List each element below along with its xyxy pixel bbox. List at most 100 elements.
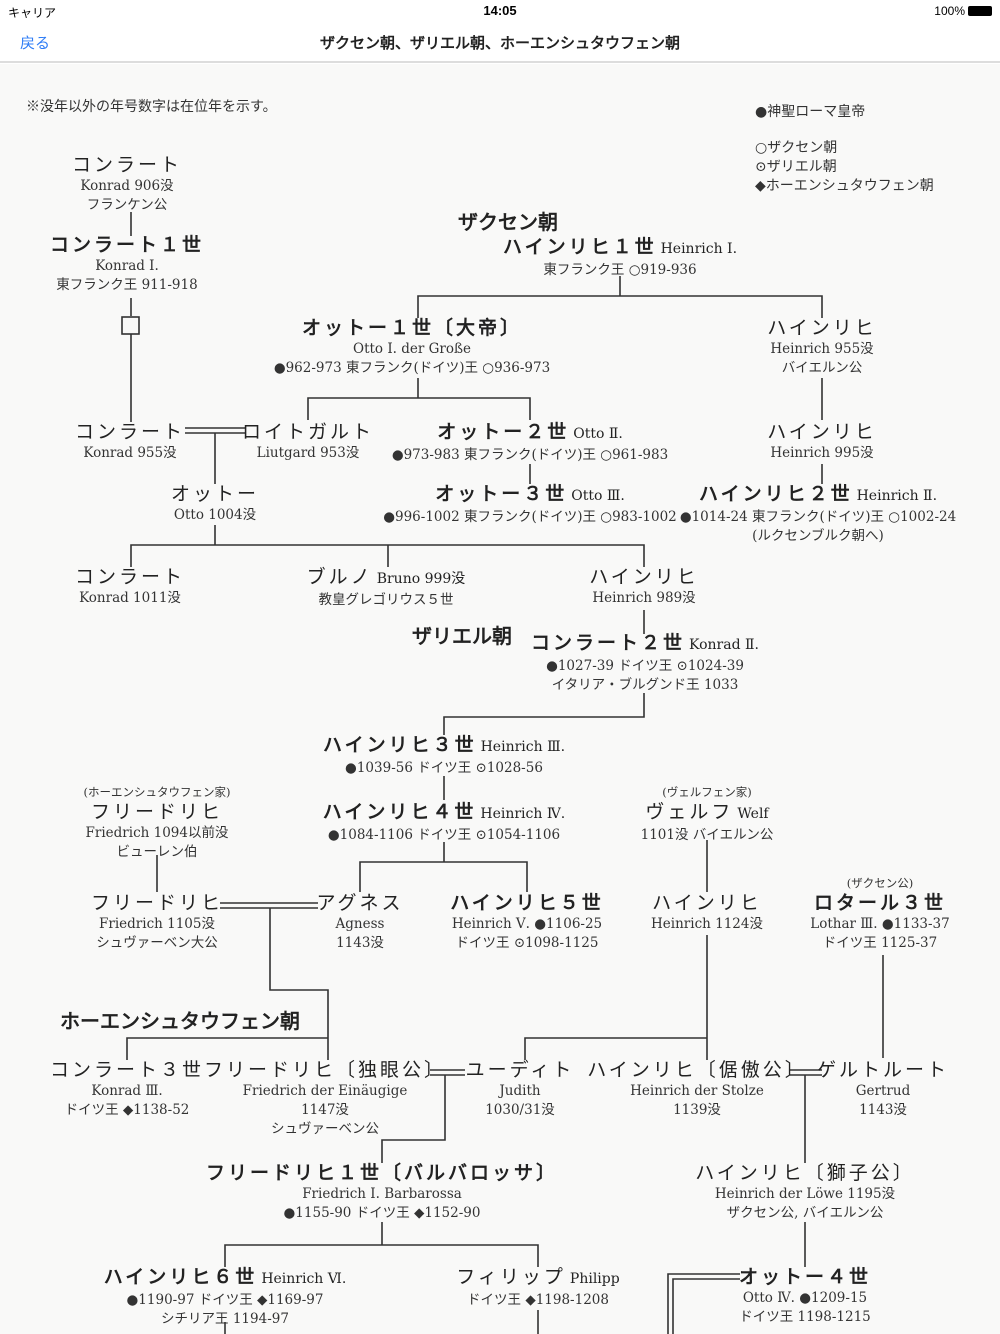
person-name: アグネス	[316, 892, 404, 914]
person-detail: Judith	[499, 1083, 541, 1099]
person-detail: Gertrud	[855, 1083, 911, 1099]
person-detail: Agness	[335, 916, 385, 932]
person-name-row: ゲルトルート	[817, 1058, 949, 1082]
person-name-row: フリードリヒ	[84, 800, 231, 824]
person-name: ユーディト	[465, 1059, 575, 1081]
person-node: オットー１世〔大帝〕Otto Ⅰ. der Große●962-973 東フラン…	[274, 316, 550, 378]
dynasty-label-salian: ザリエル朝	[412, 624, 512, 648]
person-name-row: ハインリヒ〔倨傲公〕	[587, 1058, 807, 1082]
person-detail: (ルクセンブルク朝へ)	[752, 528, 884, 544]
person-name-row: オットー	[171, 482, 259, 506]
person-latin-name: Heinrich Ⅳ.	[480, 806, 566, 822]
status-bar: キャリア 14:05 100%	[0, 0, 1000, 22]
legend-hohenstaufen: ◆ホーエンシュタウフェン朝	[755, 178, 934, 194]
person-name: フリードリヒ	[90, 892, 224, 914]
person-detail: 1147没	[301, 1102, 349, 1118]
battery-icon	[968, 6, 992, 16]
person-latin-name: Konrad Ⅱ.	[689, 637, 759, 653]
person-detail: イタリア・ブルグンド王 1033	[551, 677, 739, 693]
person-name: ハインリヒ３世	[322, 734, 477, 756]
person-detail: ドイツ王 ◆1198-1208	[467, 1292, 609, 1308]
person-node: ハインリヒ〔獅子公〕Heinrich der Löwe 1195没ザクセン公, …	[695, 1161, 915, 1223]
person-detail: Otto 1004没	[173, 507, 257, 523]
person-detail: シュヴァーベン大公	[96, 935, 218, 951]
person-name-row: コンラート３世	[50, 1058, 204, 1082]
person-name: フリードリヒ〔独眼公〕	[203, 1059, 447, 1081]
person-name-row: ユーディト	[466, 1058, 575, 1082]
person-latin-name: Heinrich Ⅵ.	[261, 1271, 347, 1287]
person-detail: Heinrich der Stolze	[630, 1083, 764, 1099]
person-latin-name: Welf	[737, 806, 769, 822]
legend-emperor: ●神聖ローマ皇帝	[755, 104, 866, 120]
person-name-row: ハインリヒ	[767, 420, 877, 444]
person-node: ハインリヒ Heinrich 955没バイエルン公	[767, 316, 877, 378]
navigation-bar: 戻る ザクセン朝、ザリエル朝、ホーエンシュタウフェン朝	[0, 22, 1000, 63]
person-detail: ●1027-39 ドイツ王 ⊙1024-39	[546, 658, 744, 674]
person-detail: ドイツ王 ◆1138-52	[64, 1102, 190, 1118]
person-name-row: コンラート１世	[50, 233, 204, 257]
person-detail: Heinrich 989没	[592, 590, 696, 606]
person-detail: ●1155-90 ドイツ王 ◆1152-90	[283, 1205, 481, 1221]
person-name-row: ハインリヒ	[651, 891, 763, 915]
person-detail: Liutgard 953没	[256, 445, 360, 461]
person-name: ハインリヒ	[767, 317, 877, 339]
person-name: ハインリヒ２世	[698, 483, 853, 505]
person-detail: 1143没	[859, 1102, 907, 1118]
person-name-row: コンラート	[75, 565, 185, 589]
person-name-row: ロイトガルト	[242, 420, 374, 444]
person-detail: ドイツ王 ⊙1098-1125	[455, 935, 599, 951]
person-latin-name: Heinrich Ⅲ.	[480, 739, 566, 755]
person-detail: ●962-973 東フランク(ドイツ)王 ○936-973	[273, 360, 551, 376]
person-name: フリードリヒ１世〔バルバロッサ〕	[205, 1162, 559, 1184]
person-detail: ●1084-1106 ドイツ王 ⊙1054-1106	[327, 827, 561, 843]
person-detail: Konrad 1011没	[79, 590, 181, 606]
person-detail: 1143没	[336, 935, 384, 951]
person-name: ブルノ	[306, 566, 373, 588]
person-name-row: ハインリヒ	[767, 316, 877, 340]
person-detail: シュヴァーベン公	[270, 1121, 379, 1137]
dynasty-label-saxon: ザクセン朝	[458, 210, 558, 234]
battery: 100%	[934, 4, 992, 18]
person-detail: Heinrich 955没	[770, 341, 874, 357]
person-name: ロタール３世	[813, 892, 947, 914]
person-detail: ●1014-24 東フランク(ドイツ)王 ○1002-24	[679, 509, 957, 525]
person-detail: Lothar Ⅲ. ●1133-37	[810, 916, 950, 932]
person-detail: ●996-1002 東フランク(ドイツ)王 ○983-1002	[383, 509, 677, 525]
person-house: (ヴェルフェン家)	[662, 785, 752, 799]
person-name: オットー３世	[435, 483, 568, 505]
person-house: (ホーエンシュタウフェン家)	[83, 785, 231, 799]
person-name-row: ロタール３世	[810, 891, 949, 915]
person-detail: Konrad Ⅲ.	[91, 1083, 163, 1099]
unknown-person-box	[121, 316, 140, 335]
back-button[interactable]: 戻る	[20, 35, 51, 52]
page-title: ザクセン朝、ザリエル朝、ホーエンシュタウフェン朝	[319, 35, 680, 52]
person-detail: バイエルン公	[781, 360, 863, 376]
person-name: コンラート	[74, 421, 186, 443]
person-detail: Heinrich Ⅴ. ●1106-25	[451, 916, 603, 932]
person-detail: Heinrich 995没	[770, 445, 874, 461]
person-detail: ドイツ王 1125-37	[822, 935, 938, 951]
person-detail: ザクセン公, バイエルン公	[726, 1205, 884, 1221]
